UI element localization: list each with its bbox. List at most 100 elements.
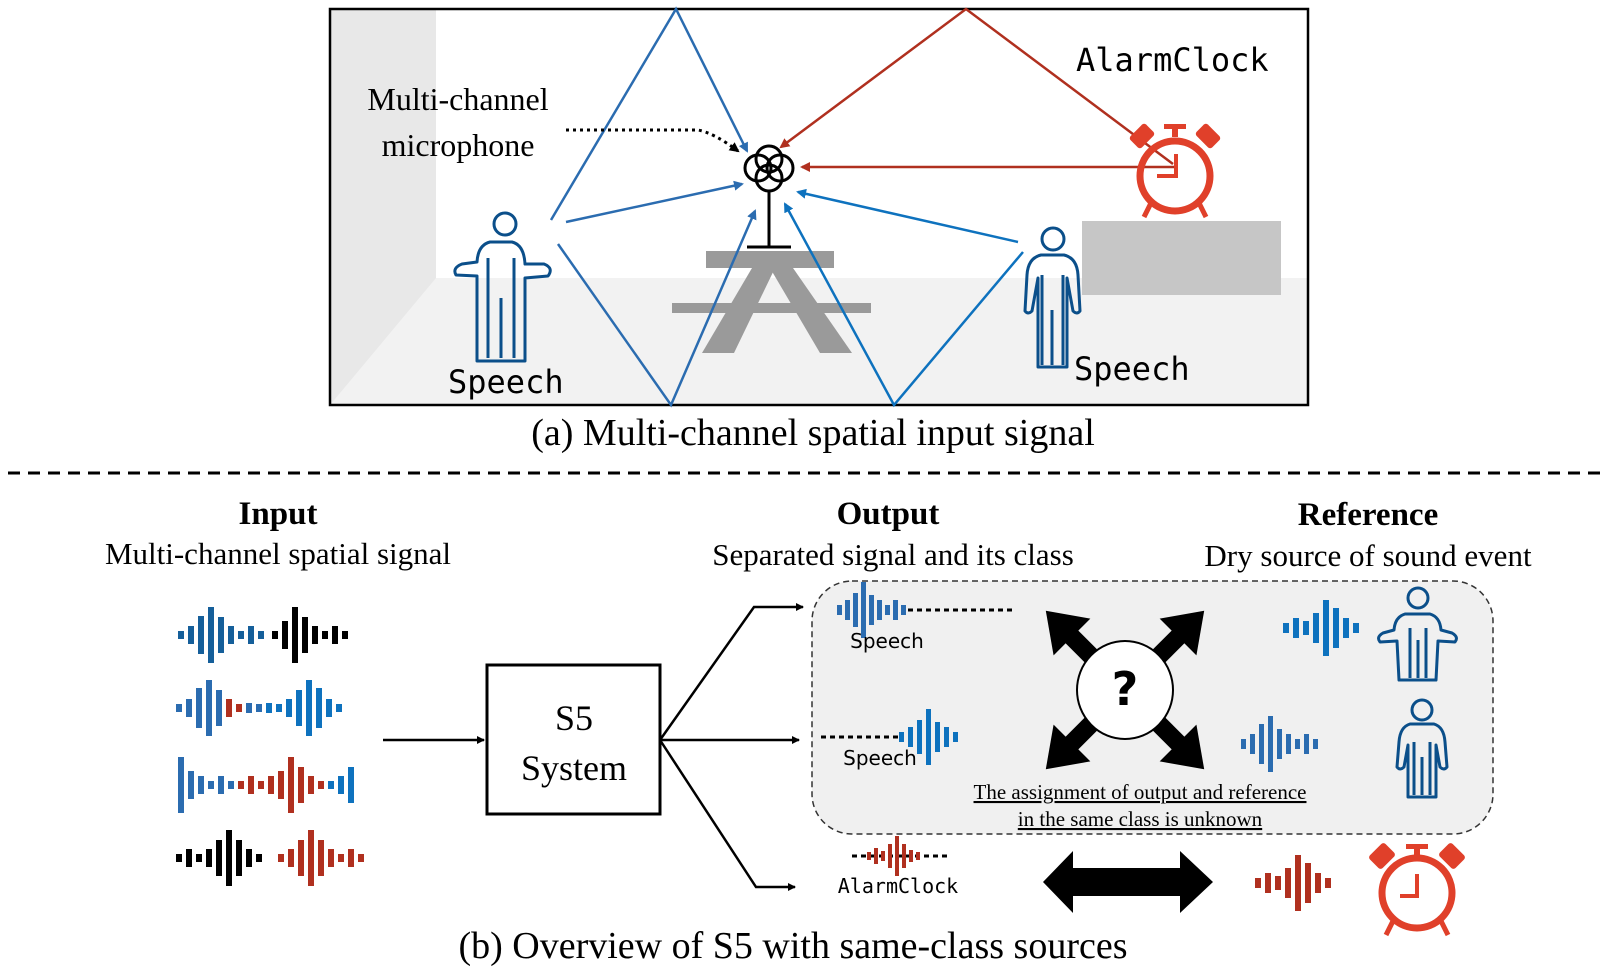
- waveform-bar: [877, 600, 882, 620]
- waveform-bar: [338, 854, 344, 862]
- waveform-bar: [909, 850, 913, 862]
- alarm-clock-icon: [1129, 123, 1221, 219]
- assignment-note-line2: in the same class is unknown: [1018, 807, 1263, 831]
- reference-wave-speech-2: [1241, 716, 1318, 772]
- waveform-bar: [1304, 734, 1309, 754]
- input-wave-3: [178, 757, 354, 813]
- waveform-bar: [236, 704, 242, 712]
- output-speech-1-label: Speech: [850, 629, 924, 653]
- speech-left-paths: [549, 6, 757, 408]
- waveform-bar: [1283, 623, 1289, 633]
- waveform-bar: [228, 781, 234, 789]
- output-wave-speech-2: [899, 709, 958, 765]
- assignment-note-line1: The assignment of output and reference: [974, 780, 1307, 804]
- output-subtitle: Separated signal and its class: [712, 537, 1074, 572]
- reference-subtitle: Dry source of sound event: [1204, 538, 1532, 573]
- waveform-bar: [1313, 613, 1319, 643]
- waveform-bar: [358, 854, 364, 862]
- waveform-bar: [1255, 878, 1261, 888]
- input-subtitle: Multi-channel spatial signal: [105, 536, 451, 571]
- mic-pointer-arrow: [566, 128, 740, 153]
- waveform-bar: [238, 631, 244, 639]
- waveform-bar: [328, 849, 334, 867]
- waveform-bar: [1305, 863, 1311, 903]
- waveform-bar: [328, 781, 334, 789]
- room-left-wall: [330, 9, 436, 405]
- waveform-bar: [206, 849, 212, 867]
- waveform-bar: [336, 704, 342, 712]
- waveform-bar: [1286, 734, 1291, 754]
- room-border: [328, 7, 1310, 407]
- waveform-bar: [893, 600, 898, 620]
- waveform-bar: [953, 732, 958, 742]
- waveform-bar: [216, 840, 222, 876]
- panel-a-caption: (a) Multi-channel spatial input signal: [531, 412, 1095, 454]
- reference-person-1-icon: [1377, 586, 1458, 682]
- speech-right-label: Speech: [1074, 350, 1190, 388]
- output-wave-alarm: [867, 836, 920, 876]
- waveform-bar: [188, 626, 194, 644]
- waveform-bar: [266, 703, 272, 713]
- waveform-bar: [1293, 618, 1299, 638]
- s5-system-box: S5 System: [485, 663, 662, 816]
- waveform-bar: [176, 854, 182, 862]
- waveform-bar: [944, 727, 949, 747]
- mic-label-line2: microphone: [382, 127, 535, 163]
- input-wave-4a: [176, 830, 262, 886]
- waveform-bar: [308, 776, 314, 794]
- waveform-bar: [1325, 878, 1331, 888]
- waveform-bar: [198, 776, 204, 794]
- alarm-paths: [779, 7, 1175, 172]
- waveform-bar: [206, 680, 212, 736]
- output-alarm-label: AlarmClock: [838, 874, 958, 898]
- waveform-bar: [1277, 729, 1282, 759]
- alarm-label: AlarmClock: [1076, 41, 1269, 79]
- waveform-bar: [288, 757, 294, 813]
- waveform-bar: [272, 631, 278, 639]
- waveform-bar: [186, 849, 192, 867]
- speech-left-label: Speech: [448, 363, 564, 401]
- waveform-bar: [282, 621, 288, 649]
- waveform-bar: [1315, 873, 1321, 893]
- waveform-bar: [332, 626, 338, 644]
- waveform-bar: [874, 848, 878, 864]
- waveform-bar: [338, 776, 344, 794]
- cabinet-box: [1082, 221, 1281, 295]
- waveform-bar: [316, 688, 322, 728]
- waveform-bar: [296, 690, 302, 726]
- waveform-bar: [926, 709, 931, 765]
- waveform-bar: [258, 631, 264, 639]
- speech-right-paths: [783, 188, 1024, 408]
- output-wave-speech-1: [837, 582, 906, 638]
- waveform-bar: [198, 616, 204, 654]
- waveform-bar: [226, 830, 232, 886]
- waveform-bar: [899, 732, 904, 742]
- waveform-bar: [342, 631, 348, 639]
- input-waveforms: [176, 607, 364, 886]
- waveform-bar: [888, 844, 892, 868]
- waveform-bar: [176, 704, 182, 712]
- waveform-bar: [288, 849, 294, 867]
- waveform-bar: [1295, 855, 1301, 911]
- waveform-bar: [278, 771, 284, 799]
- waveform-bar: [853, 593, 858, 627]
- waveform-bar: [236, 840, 242, 876]
- match-double-arrow-icon: [1043, 851, 1213, 913]
- waveform-bar: [845, 600, 850, 620]
- waveform-bar: [881, 851, 885, 861]
- waveform-bar: [208, 781, 214, 789]
- waveform-bar: [258, 781, 264, 789]
- waveform-bar: [248, 776, 254, 794]
- waveform-bar: [298, 840, 304, 876]
- waveform-bar: [218, 617, 224, 653]
- waveform-bar: [228, 626, 234, 644]
- waveform-bar: [276, 704, 282, 712]
- waveform-bar: [178, 631, 184, 639]
- system-label-line2: System: [521, 748, 627, 788]
- input-title: Input: [239, 496, 318, 532]
- system-label-line1: S5: [555, 698, 593, 738]
- input-wave-4b: [278, 830, 364, 886]
- waveform-bar: [867, 852, 871, 860]
- output-title: Output: [837, 496, 940, 532]
